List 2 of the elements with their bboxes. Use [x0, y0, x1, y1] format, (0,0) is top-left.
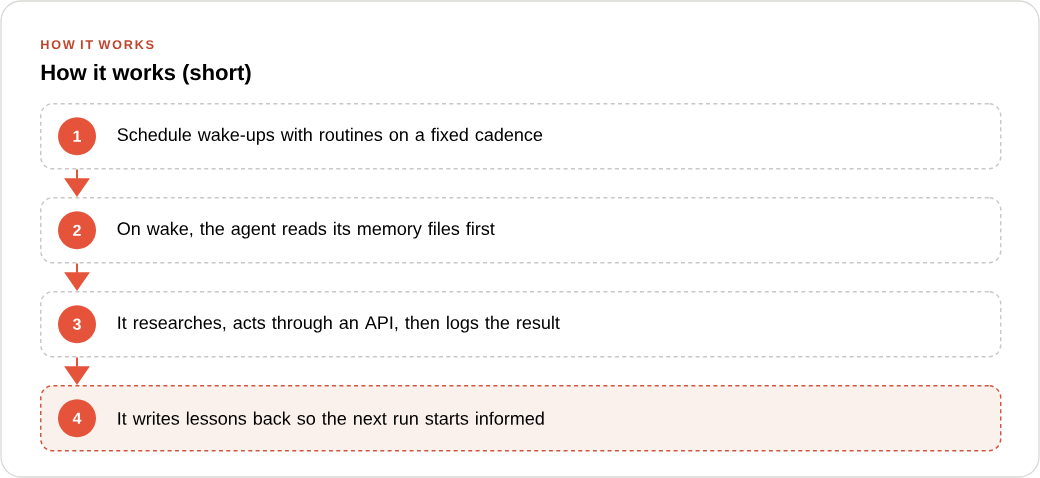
title: How it works (short) [41, 64, 251, 85]
eyebrow-label: HOW IT WORKS [41, 40, 154, 50]
